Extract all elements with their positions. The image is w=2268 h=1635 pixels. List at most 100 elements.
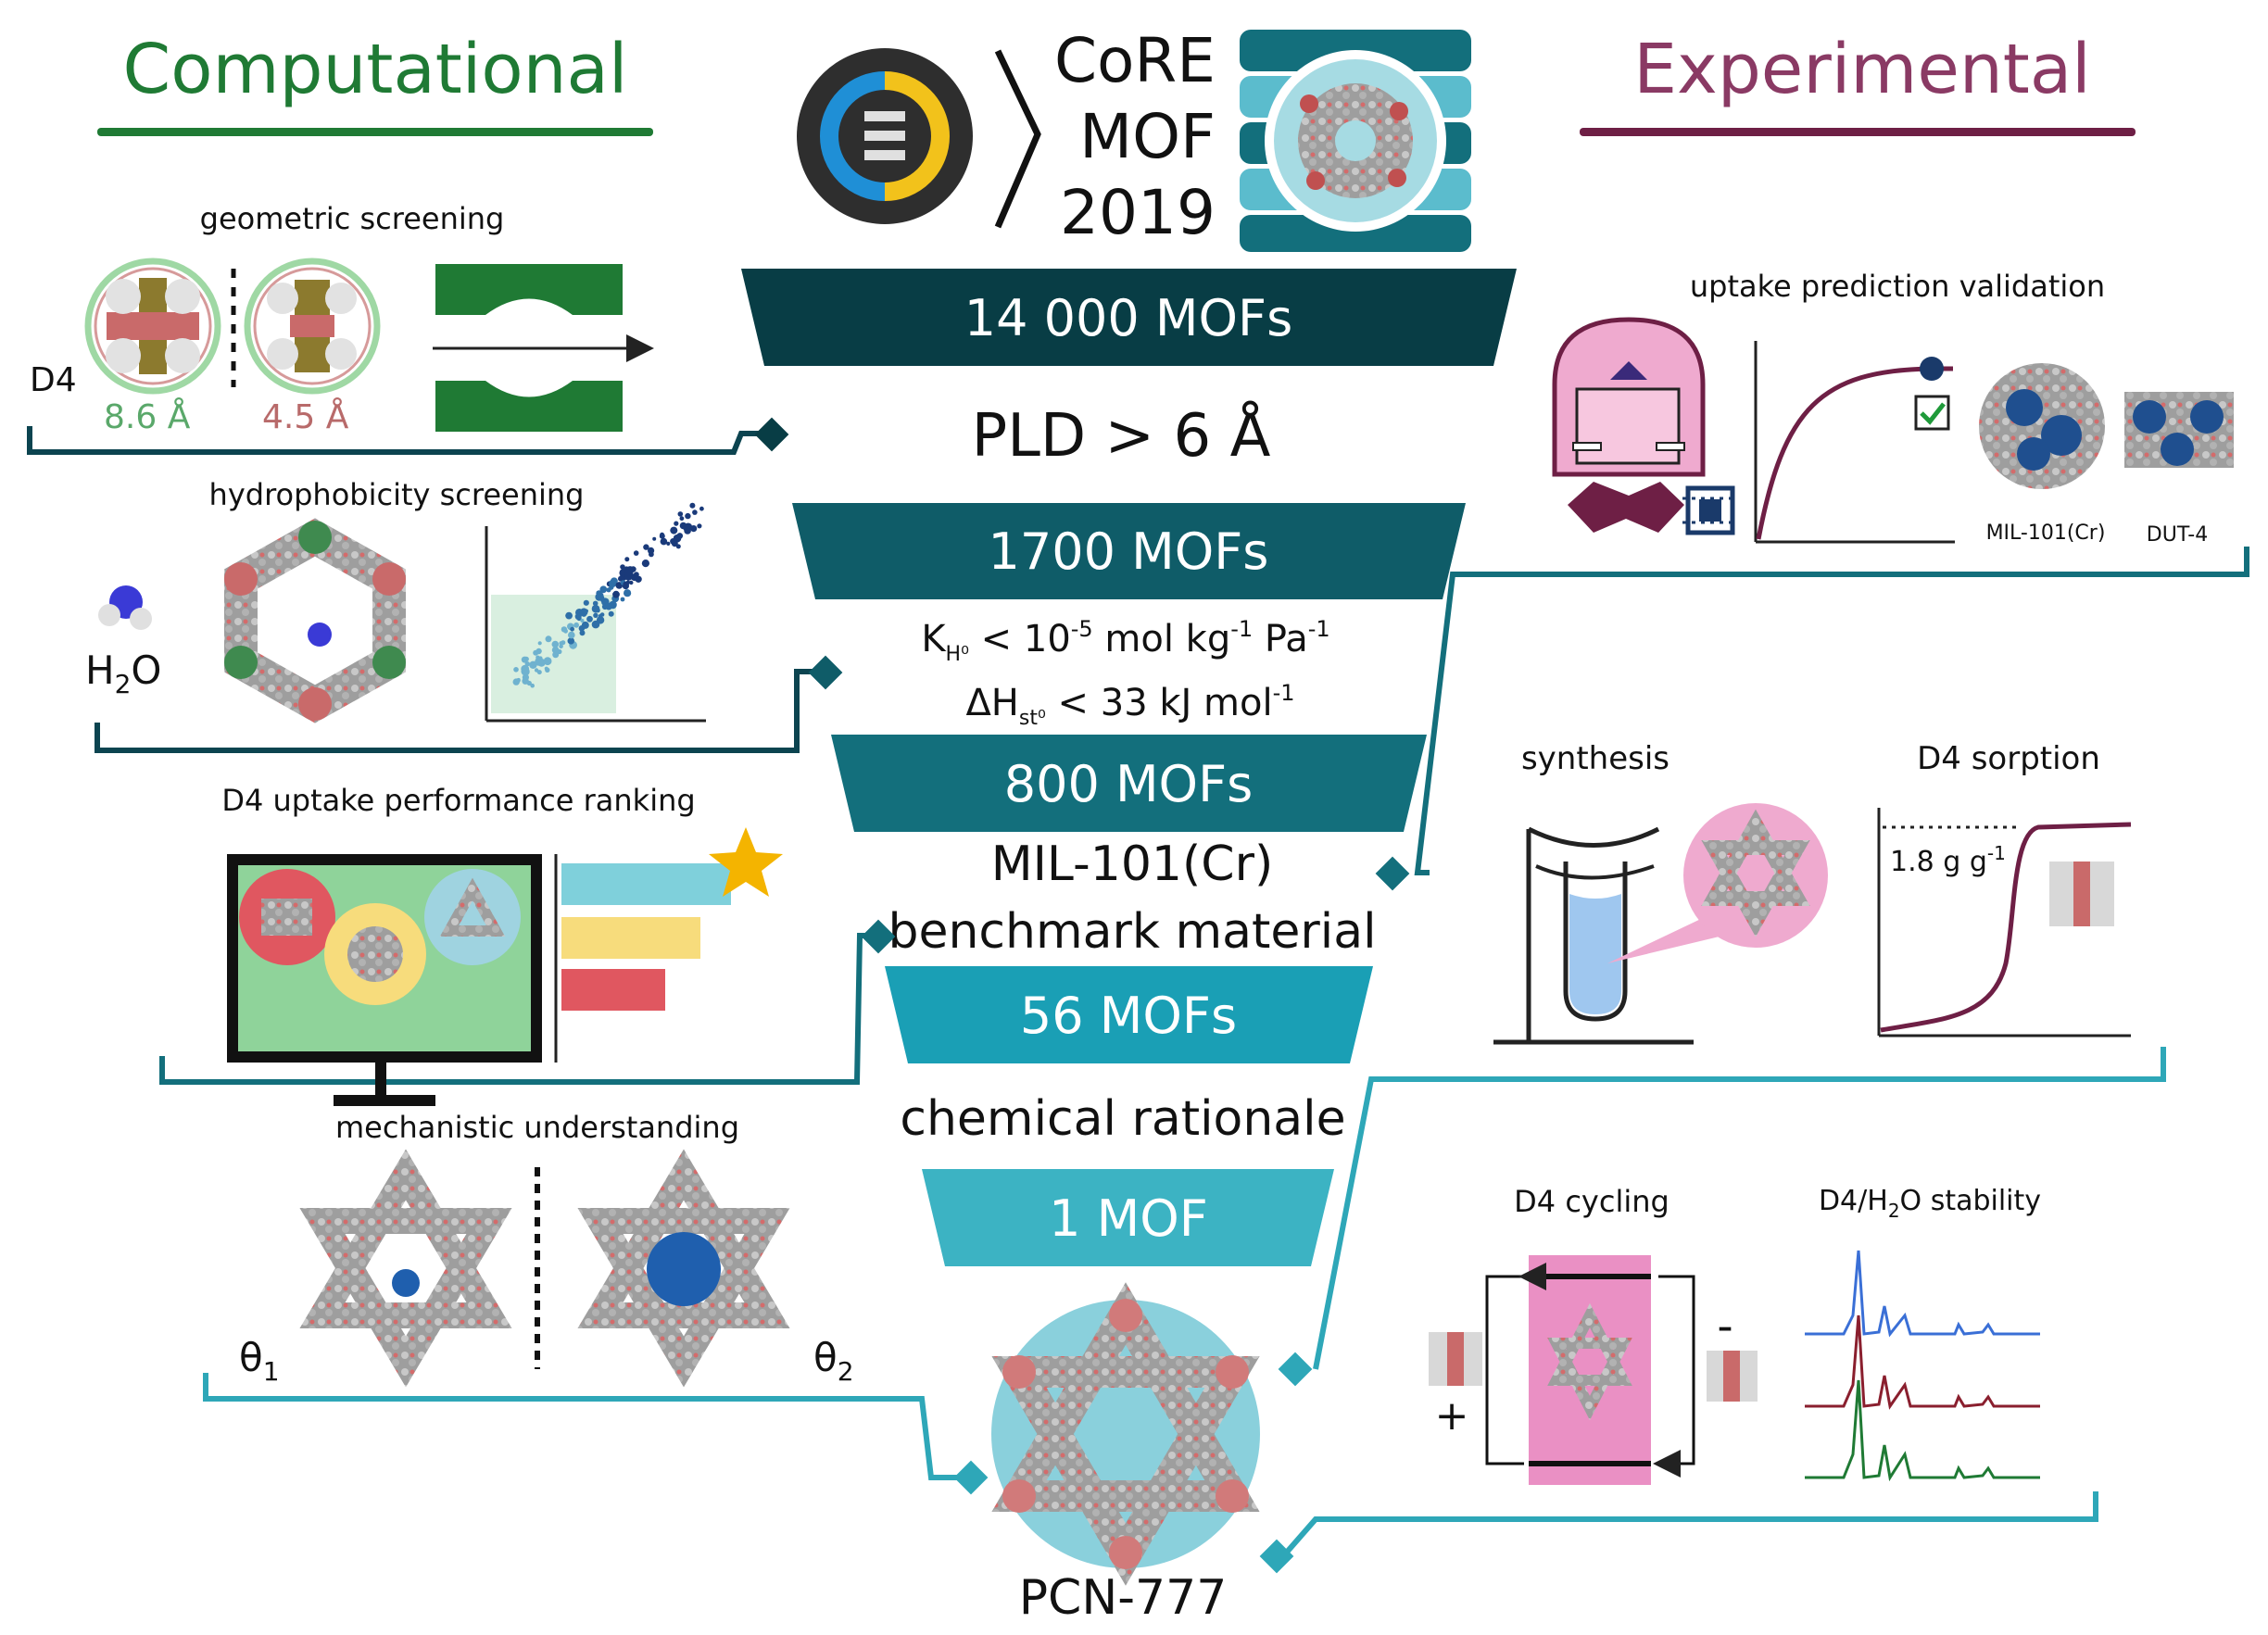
theta1-label: θ1	[239, 1335, 280, 1387]
cycling-plus-label: +	[1435, 1392, 1469, 1440]
scatter-point	[513, 667, 519, 673]
scatter-point	[674, 521, 679, 526]
scatter-point	[624, 572, 633, 581]
funnel-stage-56	[885, 966, 1373, 1063]
funnel-stage-1	[922, 1169, 1334, 1266]
scatter-point	[612, 590, 620, 598]
scatter-point	[573, 622, 579, 628]
connector-diamond-4	[861, 919, 896, 954]
scatter-point	[595, 608, 600, 613]
scatter-point	[624, 589, 632, 597]
scatter-point	[623, 581, 629, 588]
scatter-point	[586, 615, 593, 623]
connector-diamond-6	[953, 1460, 989, 1495]
processor-chip-icon	[1682, 485, 1738, 535]
scatter-point	[608, 610, 614, 617]
scatter-point	[522, 677, 529, 685]
ranking-bar-1	[561, 863, 731, 905]
benchmark-label: benchmark material	[888, 904, 1376, 960]
scatter-point	[692, 509, 698, 515]
validation-title: uptake prediction validation	[1690, 269, 2105, 304]
stability-spectra-chart	[1805, 1250, 2040, 1482]
scatter-point	[583, 599, 589, 606]
database-name-line1: CoRE	[1054, 25, 1216, 96]
scatter-point	[561, 640, 566, 646]
database-name-line2: MOF	[1079, 101, 1216, 172]
scatter-point	[579, 630, 586, 636]
geometric-screening-title: geometric screening	[200, 201, 505, 236]
water-molecule-icon	[98, 585, 152, 630]
scatter-point	[596, 616, 605, 624]
experimental-underline	[1580, 128, 2136, 136]
scatter-point	[648, 547, 655, 555]
gravimetric-balance-icon	[1552, 317, 1706, 477]
scatter-point	[561, 626, 568, 633]
scatter-point	[565, 611, 573, 620]
pore-aperture-icon	[433, 264, 654, 432]
connector-lines	[27, 426, 2249, 1558]
scatter-point	[559, 644, 563, 648]
ranking-monitor-icon	[227, 854, 542, 1106]
synthesis-title: synthesis	[1521, 740, 1670, 777]
scatter-point	[618, 575, 624, 582]
cycling-minus-label: -	[1717, 1301, 1732, 1352]
scatter-point	[596, 591, 604, 599]
scatter-point	[537, 641, 542, 646]
scatter-point	[609, 585, 614, 590]
scatter-point	[592, 600, 598, 607]
star-icon	[709, 827, 783, 897]
scatter-point	[666, 541, 671, 547]
database-name-line3: 2019	[1060, 177, 1216, 248]
scatter-point	[699, 506, 704, 511]
scatter-point	[544, 666, 548, 671]
scatter-point	[660, 537, 668, 546]
computational-header: Computational	[123, 30, 628, 109]
scatter-point	[605, 602, 610, 607]
scatter-point	[567, 637, 574, 645]
scatter-point	[516, 678, 521, 683]
scatter-point	[633, 550, 639, 556]
criterion-henry-constant: KH⁰ < 10-5 mol kg-1 Pa-1	[921, 616, 1329, 666]
scatter-point	[574, 613, 582, 621]
water-label: H2O	[85, 648, 161, 699]
scatter-point	[545, 635, 552, 643]
cycling-title: D4 cycling	[1514, 1184, 1670, 1219]
core-mof-logo	[797, 48, 1041, 229]
pore-low-loading-structure	[299, 1149, 512, 1388]
scatter-point	[551, 646, 560, 654]
scatter-point	[536, 648, 542, 655]
scatter-point	[620, 564, 625, 570]
handshake-icon	[1568, 482, 1684, 533]
scatter-point	[568, 631, 575, 639]
d4-label: D4	[30, 361, 77, 399]
scatter-point	[521, 668, 527, 675]
ranking-bar-3	[561, 969, 665, 1011]
scatter-point	[652, 536, 657, 541]
scatter-point	[580, 618, 585, 623]
dut-4-label: DUT-4	[2147, 523, 2208, 547]
scatter-point	[685, 512, 691, 520]
scatter-point	[643, 544, 649, 550]
ranking-title: D4 uptake performance ranking	[221, 783, 695, 818]
connector-diamond-3	[1375, 856, 1410, 891]
scatter-point	[620, 597, 625, 602]
funnel-stage-1-label: 1 MOF	[1049, 1189, 1208, 1248]
theta2-label: θ2	[813, 1335, 854, 1387]
pcn-777-structure-image	[991, 1282, 1260, 1586]
funnel-stage-14000	[741, 269, 1517, 366]
scatter-point	[552, 651, 560, 659]
scatter-point	[530, 683, 535, 688]
scatter-point	[683, 524, 690, 532]
scatter-point	[599, 585, 608, 594]
scatter-point	[697, 523, 702, 529]
scatter-point	[660, 532, 665, 537]
chemical-rationale: chemical rationale	[900, 1091, 1345, 1147]
scatter-point	[599, 597, 605, 602]
dut-4-structure-image	[2124, 392, 2234, 468]
benchmark-name: MIL-101(Cr)	[991, 836, 1274, 892]
d4-molecule-side-view	[244, 258, 381, 395]
d4-diameter-small: 4.5 Å	[262, 396, 349, 436]
synthesis-vial-icon	[1493, 803, 1828, 1045]
scatter-point	[536, 659, 541, 664]
cycling-diagram	[1429, 1255, 1758, 1485]
